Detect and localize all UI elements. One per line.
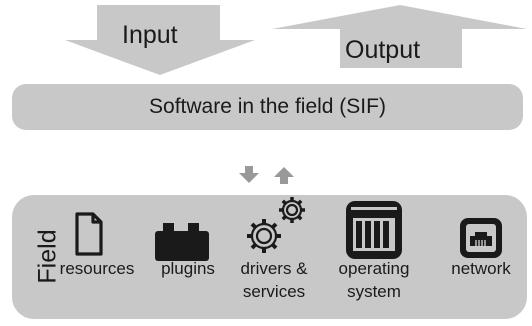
- plugins-label: plugins: [161, 259, 215, 278]
- document-icon: [75, 212, 103, 256]
- small-up-arrow-icon: [274, 167, 294, 184]
- sif-label: Software in the field (SIF): [149, 95, 386, 118]
- sif-bar: Software in the field (SIF): [12, 84, 523, 130]
- resources-label: resources: [59, 259, 135, 278]
- input-arrow: [65, 5, 527, 75]
- output-arrow: [272, 5, 527, 68]
- plugin-block-icon: [155, 223, 209, 261]
- output-label: Output: [345, 36, 421, 64]
- server-icon: [346, 201, 402, 259]
- small-down-arrow-icon: [239, 166, 259, 183]
- ethernet-port-icon: [460, 218, 502, 258]
- bidirectional-arrows-icon: [239, 166, 294, 184]
- field-box: [12, 195, 527, 319]
- drivers-services-label: drivers & services: [240, 259, 308, 301]
- input-label: Input: [122, 21, 178, 49]
- operating-system-label: operating system: [338, 259, 410, 301]
- gears-icon: [247, 197, 305, 253]
- network-label: network: [451, 259, 511, 278]
